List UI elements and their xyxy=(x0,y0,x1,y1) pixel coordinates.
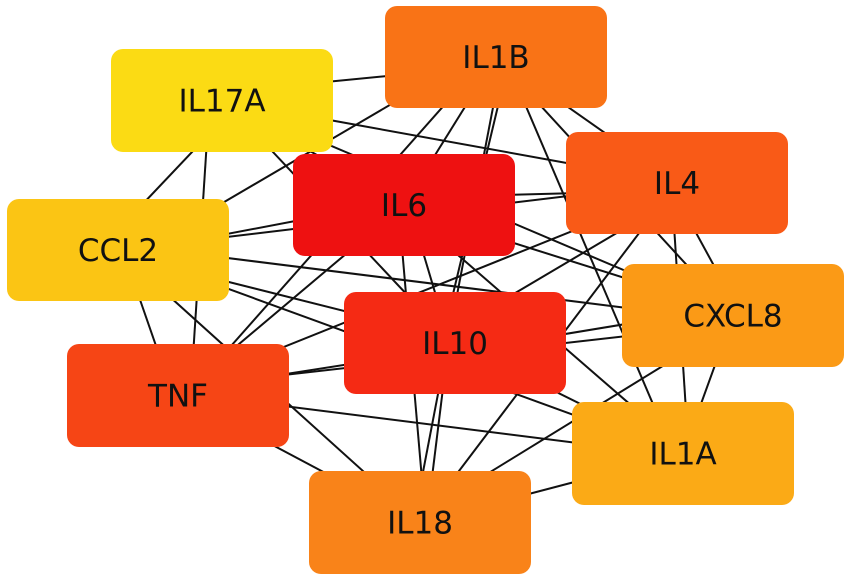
node-il6[interactable]: IL6 xyxy=(293,154,515,256)
node-box-il1a[interactable] xyxy=(572,402,794,505)
node-box-il4[interactable] xyxy=(566,132,788,234)
node-box-ccl2[interactable] xyxy=(7,199,229,301)
node-label-il1a: IL1A xyxy=(649,437,716,473)
node-label-il4: IL4 xyxy=(654,166,700,202)
node-box-il10[interactable] xyxy=(344,292,566,394)
node-box-il6[interactable] xyxy=(293,154,515,256)
node-il10[interactable]: IL10 xyxy=(344,292,566,394)
node-label-il1b: IL1B xyxy=(462,40,529,76)
edge-il1b-il1a xyxy=(507,63,672,447)
node-cxcl8[interactable]: CXCL8 xyxy=(622,264,844,367)
node-box-il18[interactable] xyxy=(309,471,531,574)
node-tnf[interactable]: TNF xyxy=(67,344,289,447)
node-il1a[interactable]: IL1A xyxy=(572,402,794,505)
node-label-il6: IL6 xyxy=(381,188,427,224)
node-label-il18: IL18 xyxy=(387,506,453,542)
node-il4[interactable]: IL4 xyxy=(566,132,788,234)
node-label-ccl2: CCL2 xyxy=(78,233,158,269)
node-box-tnf[interactable] xyxy=(67,344,289,447)
node-ccl2[interactable]: CCL2 xyxy=(7,199,229,301)
node-box-cxcl8[interactable] xyxy=(622,264,844,367)
node-label-il10: IL10 xyxy=(422,326,488,362)
node-label-il17a: IL17A xyxy=(178,84,265,120)
node-il17a[interactable]: IL17A xyxy=(111,49,333,152)
node-box-il17a[interactable] xyxy=(111,49,333,152)
node-il1b[interactable]: IL1B xyxy=(385,6,607,108)
node-label-tnf: TNF xyxy=(147,379,208,415)
edge-il1b-il18 xyxy=(413,60,503,520)
node-il18[interactable]: IL18 xyxy=(309,471,531,574)
node-label-cxcl8: CXCL8 xyxy=(683,299,782,335)
node-box-il1b[interactable] xyxy=(385,6,607,108)
